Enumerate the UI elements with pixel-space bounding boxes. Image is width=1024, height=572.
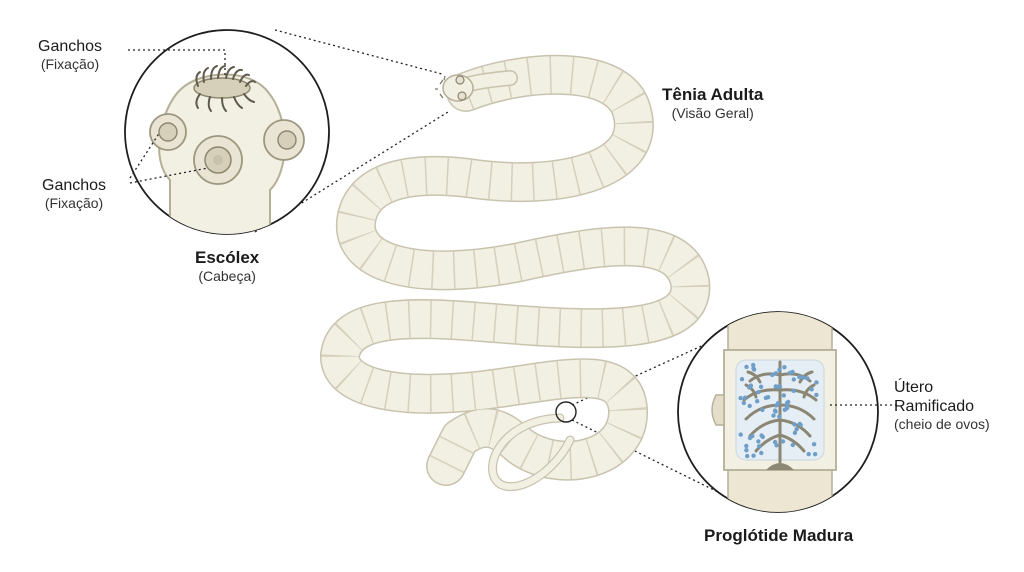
hooks-label-top-title: Ganchos (38, 38, 103, 55)
egg-dot (786, 399, 791, 405)
egg-dot (759, 433, 764, 438)
egg-dot (772, 408, 778, 413)
egg-dot (742, 395, 748, 400)
egg-dot (756, 444, 762, 449)
egg-dot (797, 421, 802, 427)
egg-dot (792, 422, 797, 427)
egg-dot (759, 450, 764, 456)
egg-dot (782, 365, 787, 370)
tapeworm-body (320, 54, 711, 492)
egg-dot (814, 380, 819, 385)
egg-dot (811, 442, 817, 447)
egg-dot (756, 439, 761, 444)
egg-dot (773, 371, 779, 376)
egg-dot (776, 400, 781, 406)
egg-dot (791, 377, 796, 382)
egg-dot (744, 448, 749, 453)
hooks-label-side-title: Ganchos (42, 177, 107, 194)
egg-dot (777, 367, 782, 372)
egg-dot (805, 376, 810, 381)
egg-dot (784, 406, 790, 411)
egg-dot (770, 372, 775, 378)
zoom-leader-lines (254, 29, 731, 495)
egg-dot (809, 387, 814, 392)
scolex-magnified (124, 29, 330, 235)
egg-dot (744, 443, 749, 449)
proglottid-magnified (677, 311, 900, 513)
egg-dot (763, 395, 769, 401)
egg-dot (774, 443, 779, 448)
egg-dot (801, 375, 806, 380)
adult-worm-label-sub: (Visão Geral) (671, 105, 754, 122)
egg-dot (751, 453, 756, 458)
uterus-label: Útero Ramificado (cheio de ovos) (894, 378, 990, 433)
egg-dot (814, 392, 819, 398)
egg-dot (755, 399, 760, 404)
proglottid-label-title: Proglótide Madura (704, 526, 854, 545)
hooks-label-side-sub: (Fixação) (44, 195, 104, 212)
egg-dot (777, 414, 782, 419)
egg-dot (745, 453, 750, 459)
egg-dot (744, 364, 749, 370)
egg-dot (812, 452, 818, 457)
hooks-label-top-sub: (Fixação) (40, 56, 100, 73)
proglottid-label: Proglótide Madura (704, 526, 853, 546)
egg-dot (751, 362, 756, 368)
egg-dot (790, 442, 795, 448)
uterus-label-line1: Útero (894, 379, 934, 396)
uterus-label-sub: (cheio de ovos) (894, 416, 990, 433)
egg-dot (787, 370, 793, 376)
egg-dot (791, 388, 796, 393)
egg-dot (758, 384, 764, 389)
egg-dot (775, 384, 780, 389)
egg-dot (792, 430, 798, 435)
egg-dot (747, 403, 752, 409)
scolex-label: Escólex (Cabeça) (195, 248, 259, 285)
egg-dot (748, 383, 754, 388)
egg-dot (780, 439, 786, 444)
egg-dot (794, 427, 799, 432)
egg-dot (806, 451, 811, 457)
egg-dot (738, 432, 743, 437)
egg-dot (756, 390, 761, 395)
egg-dot (771, 413, 776, 418)
hooks-label-side: Ganchos (Fixação) (42, 176, 106, 212)
egg-dot (739, 377, 745, 382)
adult-worm-label: Tênia Adulta (Visão Geral) (662, 85, 763, 122)
egg-dot (741, 400, 746, 406)
egg-dot (797, 374, 802, 380)
egg-dot (781, 393, 786, 398)
scolex-label-title: Escólex (195, 248, 260, 267)
egg-dot (747, 435, 753, 441)
scolex-label-sub: (Cabeça) (198, 268, 256, 285)
egg-dot (751, 366, 756, 371)
hooks-label-top: Ganchos (Fixação) (38, 37, 102, 73)
adult-worm-label-title: Tênia Adulta (662, 85, 764, 104)
egg-dot (738, 395, 743, 401)
uterus-label-line2: Ramificado (894, 398, 975, 416)
egg-dot (760, 407, 765, 413)
